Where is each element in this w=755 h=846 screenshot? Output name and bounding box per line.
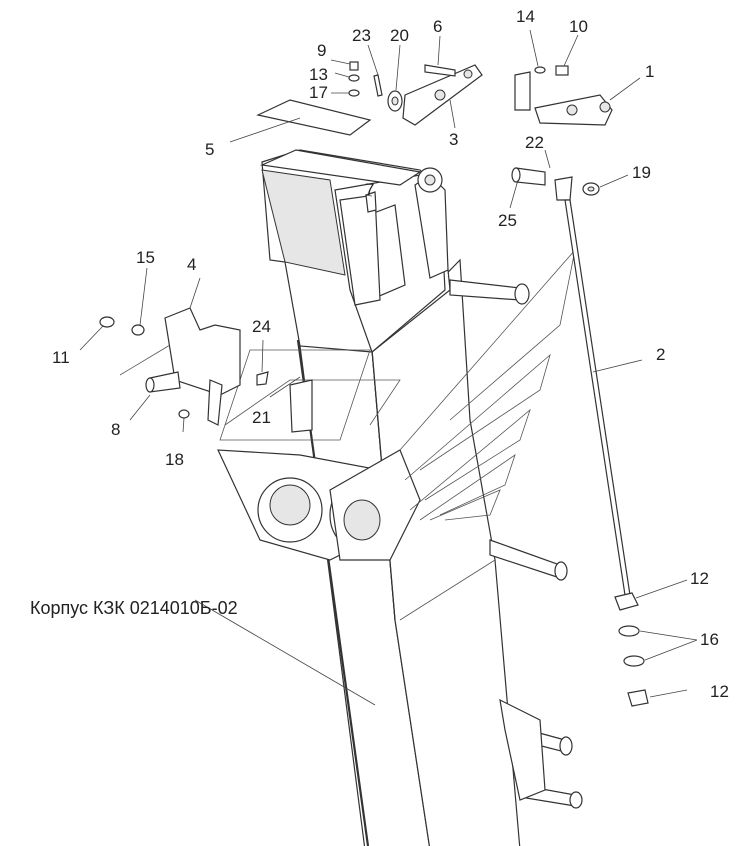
lever-group-right	[511, 65, 613, 201]
callout-19: 19	[632, 163, 651, 182]
leader-lines	[79, 29, 698, 706]
callout-3: 3	[449, 130, 458, 149]
callout-17: 17	[309, 83, 328, 102]
callout-6: 6	[433, 17, 442, 36]
callout-24: 24	[252, 317, 271, 336]
top-fasteners-group	[348, 61, 483, 126]
callout-25: 25	[498, 211, 517, 230]
callout-8: 8	[111, 420, 120, 439]
callout-5: 5	[205, 140, 214, 159]
callout-18: 18	[165, 450, 184, 469]
part-7-bolt	[365, 191, 377, 213]
callout-15: 15	[136, 248, 155, 267]
callout-9: 9	[317, 41, 326, 60]
callout-14: 14	[516, 7, 535, 26]
housing-caption: Корпус КЗК 0214010Б-02	[30, 598, 238, 618]
callout-22: 22	[525, 133, 544, 152]
callout-4: 4	[187, 255, 196, 274]
part-2-rod	[564, 199, 631, 596]
lower-nuts-washers	[614, 592, 649, 707]
housing-body	[217, 149, 583, 846]
callout-1: 1	[645, 62, 654, 81]
callout-21: 21	[252, 408, 271, 427]
part-5-cover-plate	[256, 99, 372, 136]
part-4-bracket	[99, 307, 313, 433]
callout-labels: 1 2 3 4 5 6 7 8 9 10 11 12 12 13 14 15 1…	[52, 7, 729, 701]
callout-12b: 12	[710, 682, 729, 701]
callout-11: 11	[52, 348, 70, 367]
callout-13: 13	[309, 65, 328, 84]
callout-20: 20	[390, 26, 409, 45]
callout-16: 16	[700, 630, 719, 649]
callout-2: 2	[656, 345, 665, 364]
callout-10: 10	[569, 17, 588, 36]
callout-23: 23	[352, 26, 371, 45]
callout-12a: 12	[690, 569, 709, 588]
callout-7: 7	[365, 180, 374, 199]
